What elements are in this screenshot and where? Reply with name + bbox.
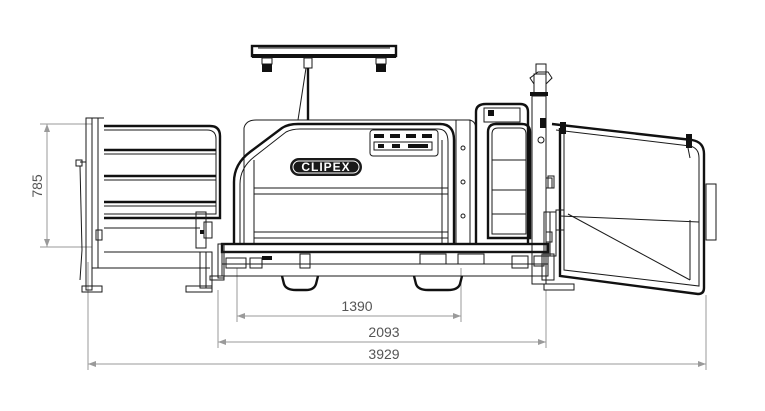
center-body: CLIPEX [232, 119, 477, 245]
height-dimension: 785 [29, 123, 92, 248]
control-panel [369, 129, 439, 157]
height-dimension-label: 785 [29, 174, 45, 198]
clipex-logo: CLIPEX [290, 158, 362, 176]
overall-width-label: 3929 [368, 346, 399, 362]
right-open-gate [547, 122, 717, 296]
dimension-annotations: 785 1390 2093 3929 [29, 123, 707, 370]
inner-width-label: 1390 [341, 298, 372, 314]
brand-logo-text: CLIPEX [301, 160, 350, 174]
inner-width-dimension: 1390 [237, 298, 461, 319]
middle-width-label: 2093 [368, 324, 399, 340]
middle-width-dimension: 2093 [218, 324, 546, 345]
overall-width-dimension: 3929 [88, 346, 706, 367]
left-side-panel [75, 117, 222, 293]
top-canopy [250, 44, 398, 121]
base-frame [209, 242, 550, 292]
head-bail [474, 63, 575, 291]
